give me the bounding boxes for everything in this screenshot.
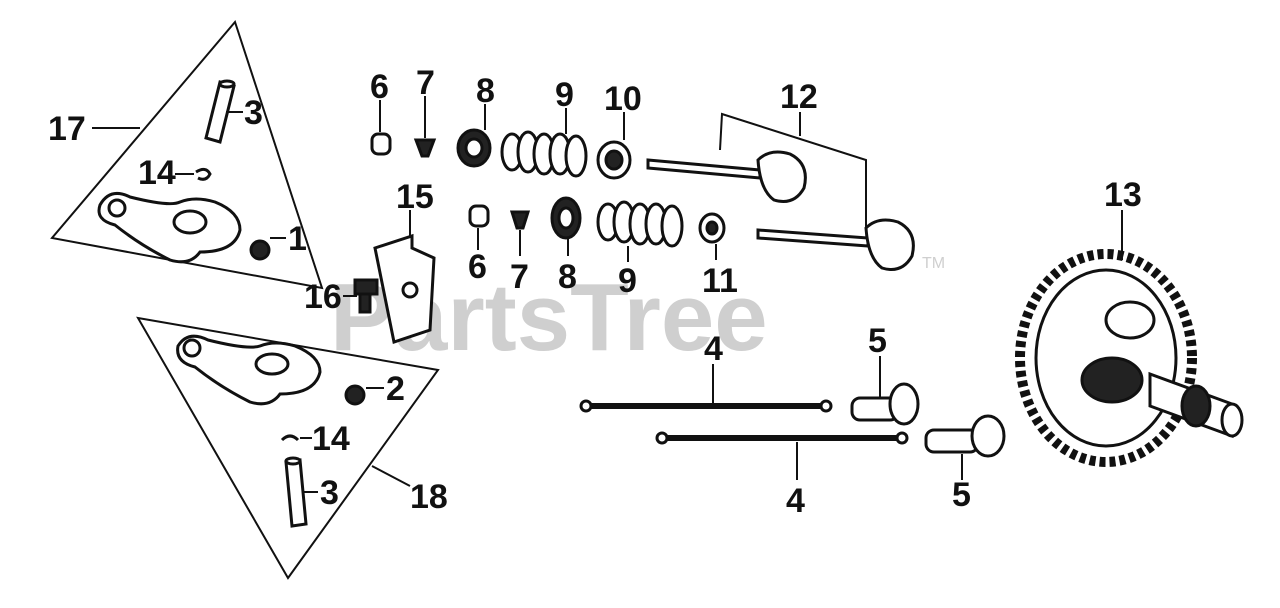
callout-15: 15 [396, 178, 434, 216]
pivot-pin-3-upper[interactable] [204, 79, 236, 144]
leader-18 [371, 465, 411, 487]
callout-11: 11 [702, 262, 738, 300]
watermark-trademark: TM [922, 255, 945, 272]
callout-14-lower: 14 [312, 420, 350, 458]
tappet-5-upper[interactable] [850, 382, 920, 426]
callout-16: 16 [304, 278, 342, 316]
pivot-pin-3-lower[interactable] [284, 456, 308, 528]
valve-spring-9-upper[interactable] [500, 130, 588, 178]
callout-7-lower: 7 [510, 258, 529, 296]
clip-14-upper[interactable] [195, 167, 212, 181]
callout-13: 13 [1104, 176, 1142, 214]
callout-1: 1 [288, 220, 307, 258]
callout-12: 12 [780, 78, 818, 116]
guide-plate-15[interactable] [373, 233, 436, 344]
callout-3-lower: 3 [320, 474, 339, 512]
callout-10: 10 [604, 80, 642, 118]
rocker-arm-2[interactable] [176, 334, 366, 406]
rocker-arm-1[interactable] [97, 191, 271, 264]
valve-12-upper[interactable] [646, 150, 807, 203]
callout-8-upper: 8 [476, 72, 495, 110]
callout-6-upper: 6 [370, 68, 389, 106]
bolt-16[interactable] [353, 278, 379, 314]
clip-14-lower[interactable] [280, 434, 300, 442]
valve-12-lower[interactable] [756, 218, 915, 271]
callout-5-upper: 5 [868, 322, 887, 360]
callout-2: 2 [386, 370, 405, 408]
callout-18: 18 [410, 478, 448, 516]
callout-3-upper: 3 [244, 94, 263, 132]
valve-spring-9-lower[interactable] [596, 200, 684, 248]
callout-17: 17 [48, 110, 86, 148]
valve-seal-11[interactable] [698, 212, 726, 244]
pushrod-4-upper[interactable] [579, 399, 833, 413]
callout-7-upper: 7 [416, 64, 435, 102]
spring-retainer-8-lower[interactable] [550, 196, 582, 240]
callout-4-upper: 4 [704, 330, 723, 368]
callout-5-lower: 5 [952, 476, 971, 514]
spring-retainer-8-upper[interactable] [456, 128, 492, 168]
callout-8-lower: 8 [558, 258, 577, 296]
valve-cap-6-upper[interactable] [370, 132, 392, 156]
retainer-7-upper[interactable] [413, 138, 437, 158]
callout-6-lower: 6 [468, 248, 487, 286]
valve-seat-10[interactable] [596, 140, 632, 180]
leader-12 [719, 112, 867, 232]
pushrod-4-lower[interactable] [655, 431, 909, 445]
callout-9-upper: 9 [555, 76, 574, 114]
assembly-17-outline [50, 19, 324, 290]
valve-cap-6-lower[interactable] [468, 204, 490, 228]
callout-4-lower: 4 [786, 482, 805, 520]
camshaft-gear-13[interactable] [1015, 249, 1244, 467]
callout-9-lower: 9 [618, 262, 637, 300]
tappet-5-lower[interactable] [924, 414, 1006, 458]
callout-14-upper: 14 [138, 154, 176, 192]
retainer-7-lower[interactable] [509, 210, 531, 230]
